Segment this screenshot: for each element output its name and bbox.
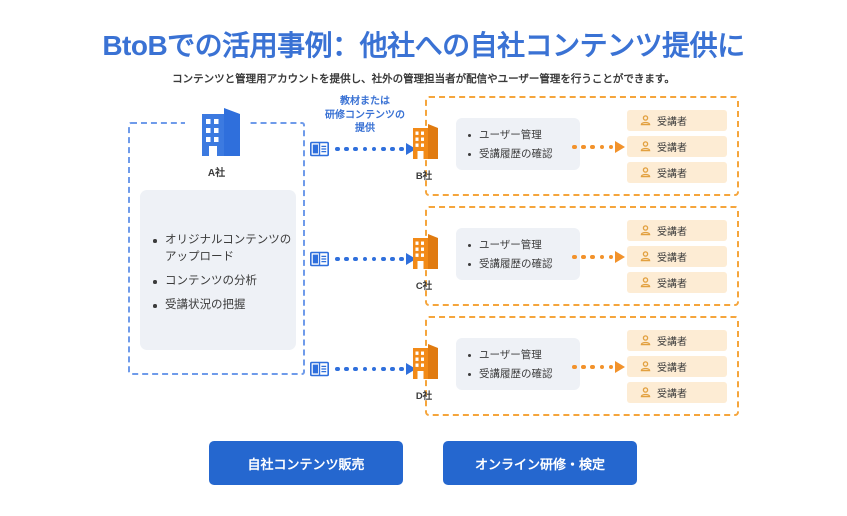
- list-item: 受講状況の把握: [152, 297, 292, 314]
- learner-list-c: 受講者 受講者 受講者: [627, 220, 727, 298]
- content-transfer-arrow-b: [310, 138, 416, 160]
- page-subtitle: コンテンツと管理用アカウントを提供し、社外の管理担当者が配信やユーザー管理を行う…: [172, 73, 675, 85]
- partner-company-c: C社: [398, 234, 450, 292]
- learner-list-d: 受講者 受講者 受講者: [627, 330, 727, 408]
- transfer-label-line1: 教材または: [340, 96, 390, 107]
- transfer-label: 教材または 研修コンテンツの 提供: [310, 95, 420, 136]
- own-content-sales-button[interactable]: 自社コンテンツ販売: [209, 441, 403, 485]
- arrow-head-icon: [406, 363, 416, 375]
- admin-feature-card-c: ユーザー管理 受講履歴の確認: [456, 228, 580, 280]
- arrow-head-icon: [615, 251, 626, 263]
- learner-label: 受講者: [657, 169, 687, 180]
- list-item: ユーザー管理: [468, 127, 580, 143]
- admin-feature-card-b: ユーザー管理 受講履歴の確認: [456, 118, 580, 170]
- transfer-label-line3: 提供: [355, 123, 375, 134]
- content-transfer-arrow-d: [310, 358, 416, 380]
- person-icon: [640, 251, 651, 262]
- list-item: ユーザー管理: [468, 347, 580, 363]
- person-icon: [640, 167, 651, 178]
- book-icon: [310, 141, 329, 157]
- arrow-head-icon: [615, 141, 626, 153]
- transfer-label-line2: 研修コンテンツの: [325, 109, 405, 121]
- learner-chip: 受講者: [627, 272, 727, 293]
- partner-name-label: B社: [415, 171, 433, 182]
- dotted-line-orange: [572, 254, 614, 260]
- list-item: 受講履歴の確認: [468, 366, 580, 382]
- learner-label: 受講者: [657, 389, 687, 400]
- learner-chip: 受講者: [627, 110, 727, 131]
- person-icon: [640, 277, 651, 288]
- learner-label: 受講者: [657, 143, 687, 154]
- admin-feature-card-d: ユーザー管理 受講履歴の確認: [456, 338, 580, 390]
- book-icon: [310, 251, 329, 267]
- content-transfer-arrow-c: [310, 248, 416, 270]
- building-icon: [413, 234, 438, 269]
- provider-feature-card: [140, 190, 296, 350]
- learner-chip: 受講者: [627, 220, 727, 241]
- list-item: ユーザー管理: [468, 237, 580, 253]
- learner-arrow-b: [572, 139, 626, 155]
- list-item: 受講履歴の確認: [468, 256, 580, 272]
- learner-chip: 受講者: [627, 330, 727, 351]
- dotted-line-orange: [572, 364, 614, 370]
- admin-feature-list: ユーザー管理 受講履歴の確認: [456, 118, 580, 162]
- person-icon: [640, 225, 651, 236]
- list-item: 受講履歴の確認: [468, 146, 580, 162]
- partner-name-label: D社: [415, 391, 433, 402]
- partner-company-d: D社: [398, 344, 450, 402]
- learner-label: 受講者: [657, 117, 687, 128]
- provider-name-label: A社: [207, 168, 226, 179]
- dotted-line-blue: [335, 366, 404, 372]
- learner-label: 受講者: [657, 253, 687, 264]
- partner-name-label: C社: [415, 281, 433, 292]
- building-icon: [413, 344, 438, 379]
- person-icon: [640, 115, 651, 126]
- online-training-button[interactable]: オンライン研修・検定: [443, 441, 637, 485]
- provider-feature-list: オリジナルコンテンツのアップロード コンテンツの分析 受講状況の把握: [152, 232, 292, 321]
- admin-feature-list: ユーザー管理 受講履歴の確認: [456, 338, 580, 382]
- learner-label: 受講者: [657, 279, 687, 290]
- person-icon: [640, 387, 651, 398]
- learner-label: 受講者: [657, 227, 687, 238]
- learner-label: 受講者: [657, 337, 687, 348]
- learner-chip: 受講者: [627, 162, 727, 183]
- provider-building-icon-wrap: [128, 108, 305, 165]
- learner-label: 受講者: [657, 363, 687, 374]
- person-icon: [640, 361, 651, 372]
- page-title: BtoBでの活用事例：他社への自社コンテンツ提供に: [102, 30, 745, 61]
- dotted-line-blue: [335, 146, 404, 152]
- book-icon: [310, 361, 329, 377]
- list-item: オリジナルコンテンツのアップロード: [152, 232, 292, 266]
- learner-arrow-c: [572, 249, 626, 265]
- arrow-head-icon: [615, 361, 626, 373]
- learner-chip: 受講者: [627, 356, 727, 377]
- learner-chip: 受講者: [627, 136, 727, 157]
- learner-list-b: 受講者 受講者 受講者: [627, 110, 727, 188]
- learner-chip: 受講者: [627, 382, 727, 403]
- learner-chip: 受講者: [627, 246, 727, 267]
- admin-feature-list: ユーザー管理 受講履歴の確認: [456, 228, 580, 272]
- person-icon: [640, 141, 651, 152]
- arrow-head-icon: [406, 143, 416, 155]
- list-item: コンテンツの分析: [152, 273, 292, 290]
- building-icon: [201, 108, 240, 156]
- dotted-line-blue: [335, 256, 404, 262]
- arrow-head-icon: [406, 253, 416, 265]
- person-icon: [640, 335, 651, 346]
- building-icon: [413, 124, 438, 159]
- dotted-line-orange: [572, 144, 614, 150]
- learner-arrow-d: [572, 359, 626, 375]
- partner-company-b: B社: [398, 124, 450, 182]
